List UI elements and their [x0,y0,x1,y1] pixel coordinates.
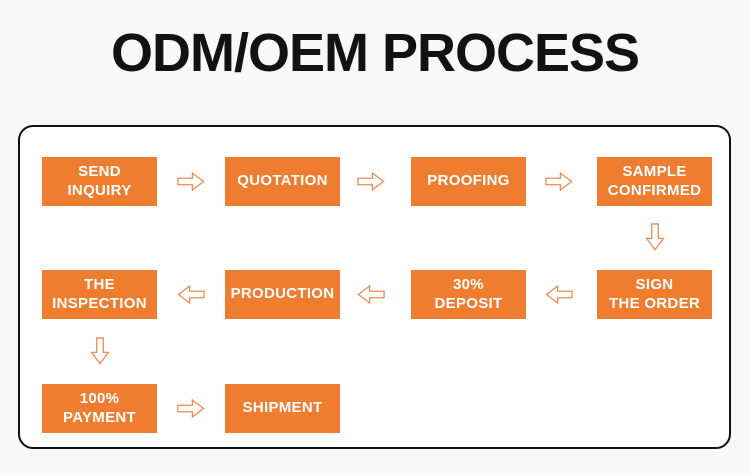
step-the-inspection: THE INSPECTION [42,270,157,319]
step-production: PRODUCTION [225,270,340,319]
arrow-down-icon [90,337,110,365]
arrow-left-icon [545,284,573,305]
process-flow-panel: SEND INQUIRY QUOTATION PROOFING SAMPLE C… [18,125,731,449]
step-100-payment: 100% PAYMENT [42,384,157,433]
step-shipment: SHIPMENT [225,384,340,433]
arrow-right-icon [177,398,205,419]
arrow-down-icon [645,223,665,251]
page-title: ODM/OEM PROCESS [110,23,640,83]
arrow-right-icon [177,171,205,192]
step-send-inquiry: SEND INQUIRY [42,157,157,206]
step-sign-the-order: SIGN THE ORDER [597,270,712,319]
step-quotation: QUOTATION [225,157,340,206]
arrow-left-icon [177,284,205,305]
step-proofing: PROOFING [411,157,526,206]
step-30-deposit: 30% DEPOSIT [411,270,526,319]
step-sample-confirmed: SAMPLE CONFIRMED [597,157,712,206]
arrow-left-icon [357,284,385,305]
arrow-right-icon [357,171,385,192]
arrow-right-icon [545,171,573,192]
